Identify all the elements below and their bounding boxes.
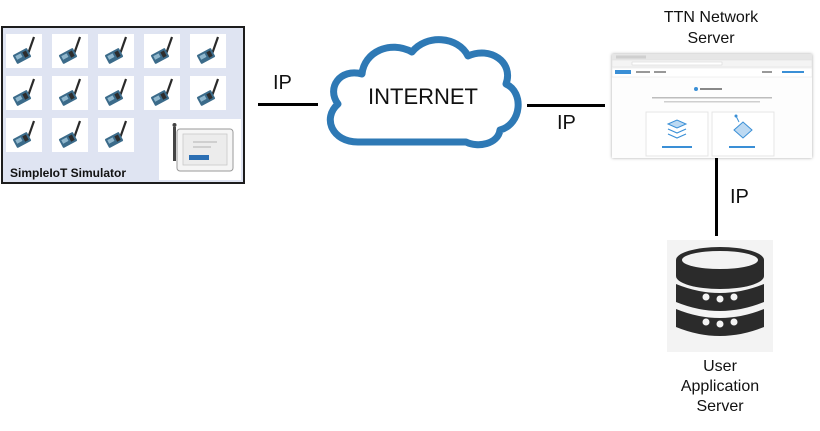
sensor-node-icon — [6, 76, 42, 110]
sensor-node-icon — [52, 118, 88, 152]
sensor-node-icon — [144, 76, 180, 110]
database-server-icon — [667, 240, 773, 352]
sensor-node-icon — [52, 76, 88, 110]
link-label-down: IP — [730, 186, 749, 208]
user-label-line3: Server — [696, 398, 744, 415]
sensor-node-icon — [98, 118, 134, 152]
link-label-right: IP — [557, 112, 576, 134]
ttn-title: TTN Network Server — [620, 7, 802, 49]
sensor-node-icon — [6, 118, 42, 152]
ttn-title-line2: Server — [687, 30, 735, 47]
simpleiot-simulator-panel: SimpleIoT Simulator — [1, 26, 245, 184]
cloud-icon — [326, 36, 522, 149]
internet-cloud: INTERNET — [318, 32, 528, 154]
sensor-node-icon — [6, 34, 42, 68]
ttn-console-screenshot — [612, 54, 812, 158]
link-line-simulator-internet — [258, 103, 318, 106]
sensor-node-icon — [144, 34, 180, 68]
user-label-line1: User — [703, 358, 737, 375]
sensor-node-icon — [190, 34, 226, 68]
sensor-node-icon — [98, 34, 134, 68]
simulator-label: SimpleIoT Simulator — [10, 166, 127, 180]
internet-label: INTERNET — [368, 84, 478, 109]
sensor-node-icon — [98, 76, 134, 110]
user-label-line2: Application — [680, 378, 760, 395]
link-line-internet-ttn — [527, 104, 605, 107]
link-line-ttn-userserver — [715, 158, 718, 236]
gateway-device-image — [159, 119, 241, 180]
sensor-node-icon — [190, 76, 226, 110]
user-application-server-label: User Application Server — [660, 357, 780, 417]
sensor-node-icon — [52, 34, 88, 68]
ttn-title-line1: TTN Network — [663, 9, 759, 26]
link-label-left: IP — [273, 72, 292, 94]
